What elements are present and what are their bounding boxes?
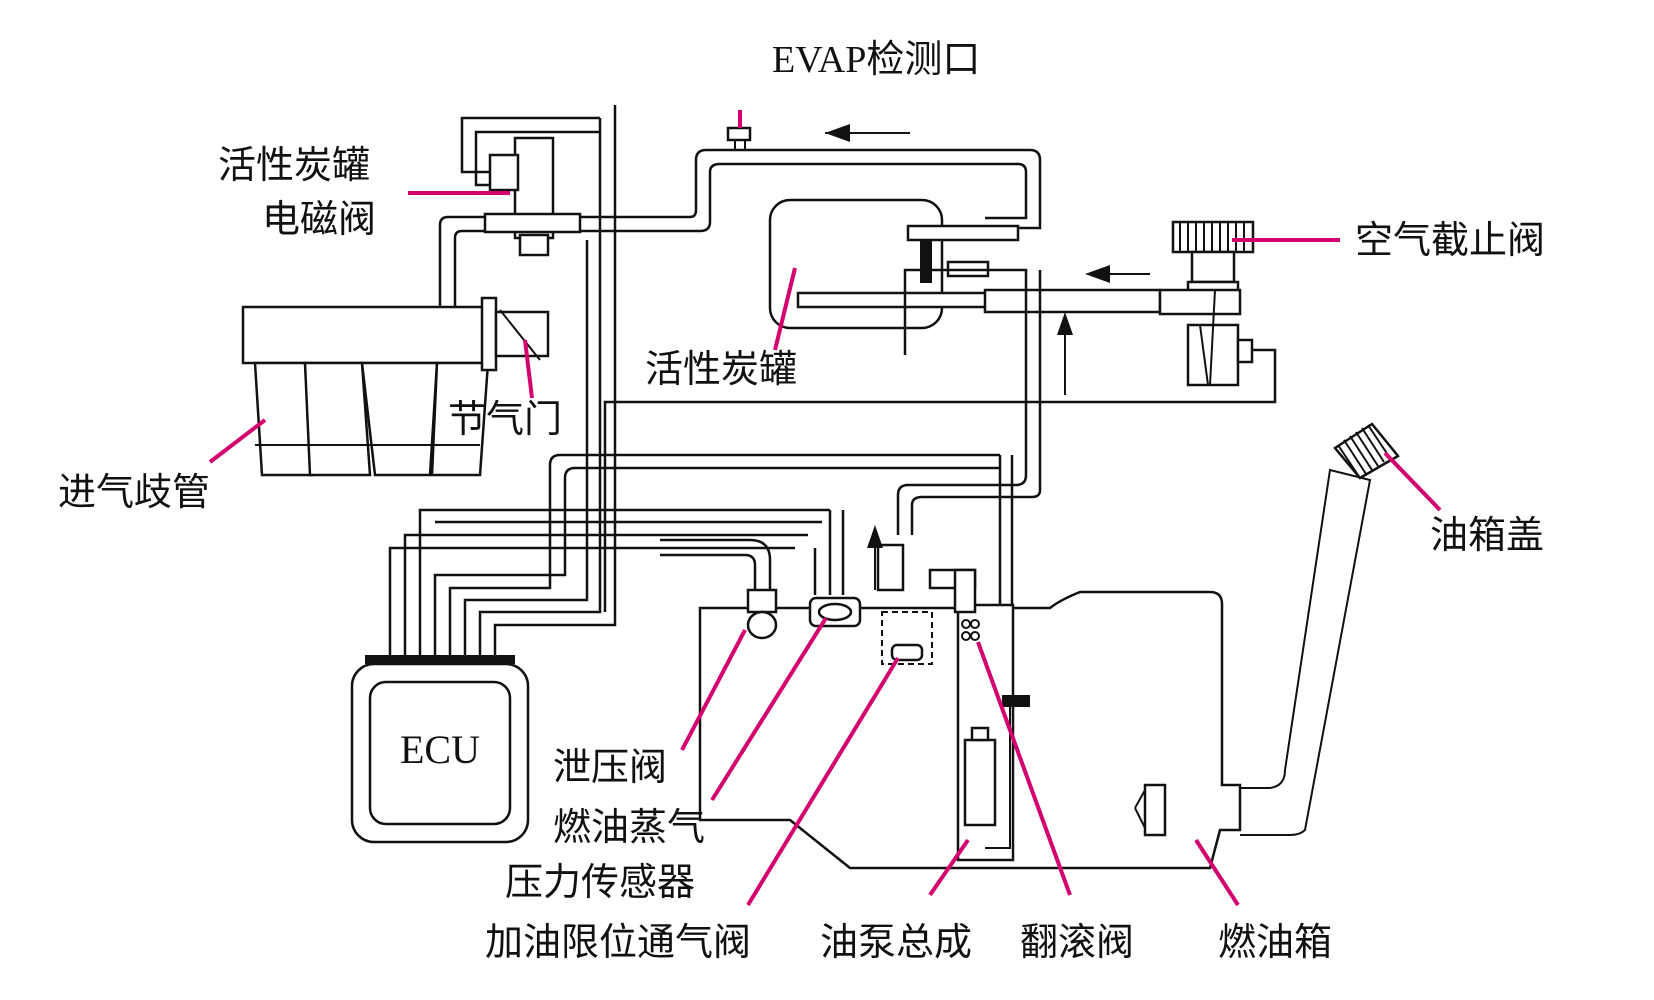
ecu-label: ECU xyxy=(400,727,480,772)
leader-lines xyxy=(208,110,1442,907)
label-fuel-tank: 燃油箱 xyxy=(1218,920,1332,964)
label-throttle: 节气门 xyxy=(448,397,562,441)
label-pump-assembly: 油泵总成 xyxy=(820,920,972,964)
ecu-unit: ECU xyxy=(350,655,530,844)
diagram-labels: EVAP检测口 活性炭罐 电磁阀 空气截止阀 活性炭罐 节气门 进气歧管 油箱盖… xyxy=(58,39,1545,964)
label-solenoid-1: 活性炭罐 xyxy=(218,143,370,187)
air-cutoff-valve xyxy=(603,220,1277,612)
label-relief-valve: 泄压阀 xyxy=(553,745,667,789)
canister-solenoid-valve xyxy=(483,136,582,257)
label-vapor-sensor-1: 燃油蒸气 xyxy=(553,805,705,849)
label-canister: 活性炭罐 xyxy=(645,347,797,391)
charcoal-canister xyxy=(768,198,1162,395)
label-rollover-valve: 翻滚阀 xyxy=(1020,920,1134,964)
label-refuel-vent-valve: 加油限位通气阀 xyxy=(485,920,751,964)
hoses xyxy=(438,105,1042,655)
label-vapor-sensor-2: 压力传感器 xyxy=(505,860,695,904)
label-solenoid-2: 电磁阀 xyxy=(262,197,376,241)
intake-manifold xyxy=(241,305,492,477)
fuel-tank xyxy=(660,422,1400,870)
label-evap-port: EVAP检测口 xyxy=(772,39,980,81)
label-intake-manifold: 进气歧管 xyxy=(58,470,210,514)
label-fuel-cap: 油箱盖 xyxy=(1430,513,1544,557)
throttle-body xyxy=(480,296,550,372)
label-air-cutoff-valve: 空气截止阀 xyxy=(1355,218,1545,262)
